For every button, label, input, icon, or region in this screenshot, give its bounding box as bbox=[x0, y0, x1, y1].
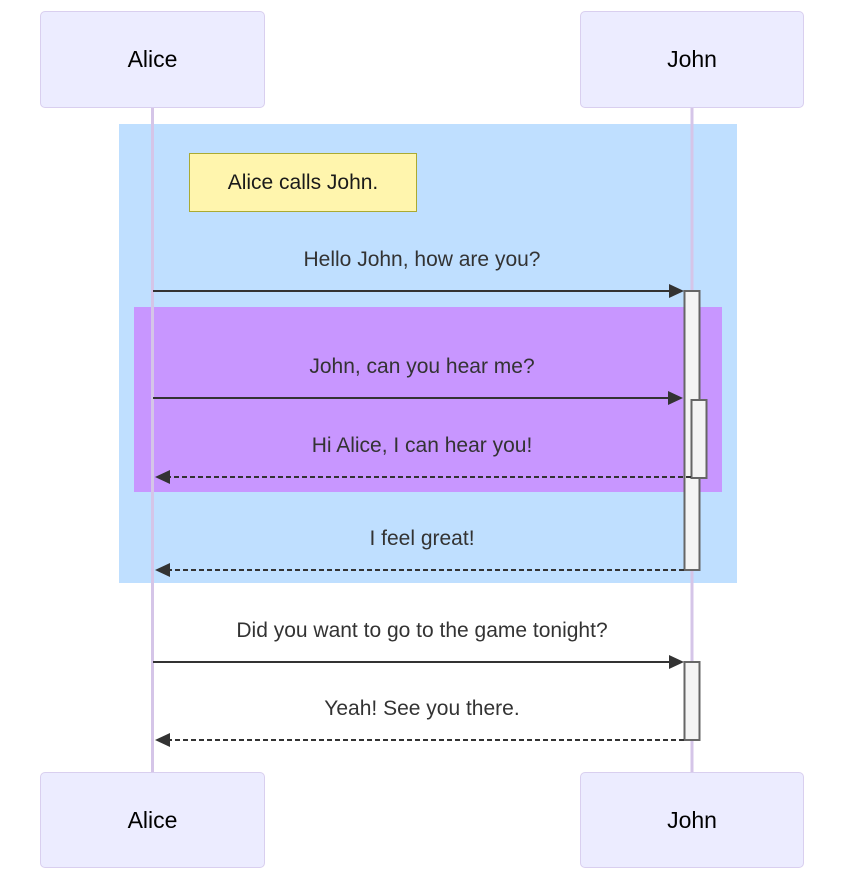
note-box: Alice calls John. bbox=[189, 153, 417, 212]
message-text-5: Did you want to go to the game tonight? bbox=[236, 619, 608, 642]
arrowhead-left-3 bbox=[155, 470, 170, 484]
message-text-1: Hello John, how are you? bbox=[303, 248, 541, 271]
message-text-6: Yeah! See you there. bbox=[324, 697, 520, 720]
arrowhead-left-4 bbox=[155, 563, 170, 577]
actor-box-john-top: John bbox=[580, 11, 804, 108]
actor-label-john: John bbox=[667, 806, 717, 833]
message-text-4: I feel great! bbox=[369, 527, 475, 550]
actor-label-alice: Alice bbox=[127, 806, 178, 833]
actor-label-john: John bbox=[667, 46, 717, 72]
message-text-3: Hi Alice, I can hear you! bbox=[311, 434, 533, 457]
note-text: Alice calls John. bbox=[227, 170, 379, 194]
arrowhead-left-6 bbox=[155, 733, 170, 747]
activation-bar-john-nested bbox=[690, 399, 708, 479]
actor-label-alice: Alice bbox=[127, 46, 178, 72]
actor-box-john-bottom: John bbox=[580, 772, 804, 868]
highlight-rect-purple bbox=[134, 307, 722, 492]
actor-box-alice-top: Alice bbox=[40, 11, 265, 108]
actor-box-alice-bottom: Alice bbox=[40, 772, 265, 868]
message-text-2: John, can you hear me? bbox=[309, 355, 535, 378]
arrowhead-right-5 bbox=[669, 655, 684, 669]
arrowhead-right-1 bbox=[669, 284, 684, 298]
activation-bar-john-2 bbox=[683, 661, 701, 741]
arrowhead-right-2 bbox=[668, 391, 683, 405]
